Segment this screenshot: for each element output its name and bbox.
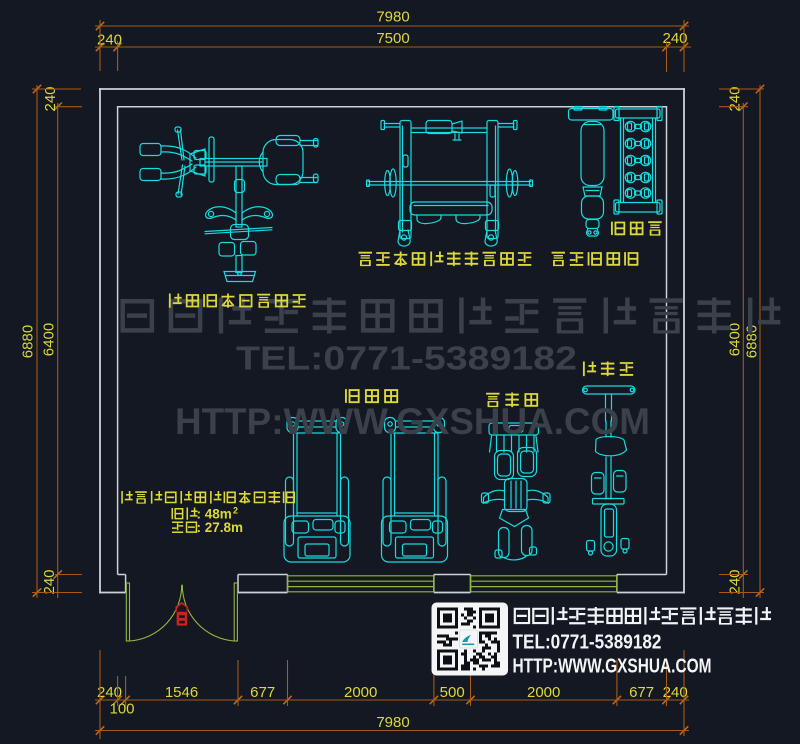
svg-text:240: 240 [97,32,122,49]
svg-text:6400: 6400 [727,323,744,356]
svg-text:240: 240 [41,569,58,594]
svg-text:TEL:0771-5389182: TEL:0771-5389182 [236,340,577,377]
svg-text:677: 677 [250,684,275,701]
svg-text:240: 240 [663,684,688,701]
svg-text:6400: 6400 [41,323,58,356]
svg-text:6880: 6880 [20,325,37,358]
svg-text:HTTP:WWW.GXSHUA.COM: HTTP:WWW.GXSHUA.COM [513,656,712,678]
svg-text:2000: 2000 [344,684,377,701]
svg-text:7500: 7500 [376,30,409,47]
svg-text:7980: 7980 [376,9,409,26]
svg-text:HTTP:WWW.GXSHUA.COM: HTTP:WWW.GXSHUA.COM [175,401,650,442]
svg-text:240: 240 [97,684,122,701]
svg-text:240: 240 [727,569,744,594]
svg-text:TEL:0771-5389182: TEL:0771-5389182 [513,631,662,654]
svg-text:: 27.8m: : 27.8m [197,520,244,535]
svg-text:240: 240 [42,86,59,111]
svg-text:500: 500 [440,684,465,701]
svg-text:100: 100 [109,701,134,718]
svg-text:240: 240 [662,30,687,47]
svg-text:2000: 2000 [527,684,560,701]
svg-text:6880: 6880 [744,325,761,358]
svg-text:1546: 1546 [165,684,198,701]
svg-text:: 48m: : 48m [197,507,232,522]
svg-text:2: 2 [233,506,238,516]
svg-text:240: 240 [727,86,744,111]
svg-text:677: 677 [629,684,654,701]
svg-text:7980: 7980 [376,714,409,731]
